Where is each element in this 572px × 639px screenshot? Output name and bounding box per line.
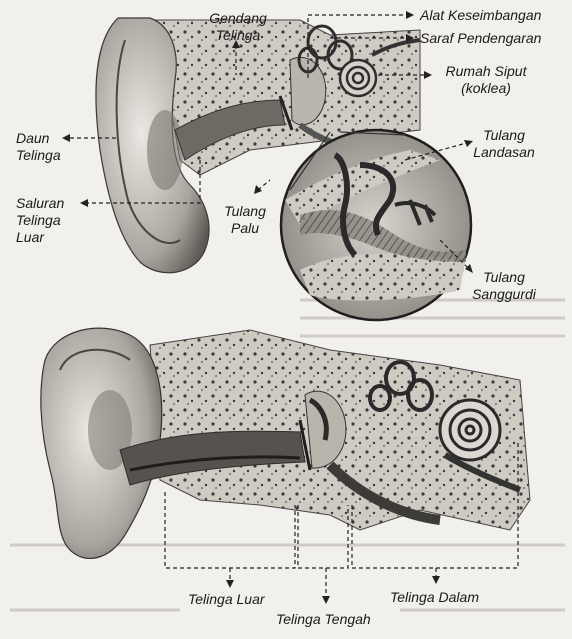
- top-ear-illustration: [95, 17, 473, 322]
- label-cochlea: Rumah Siput (koklea): [445, 63, 527, 96]
- bottom-arrow-heads: [226, 576, 440, 604]
- top-leader-lines: [70, 14, 471, 271]
- bottom-brackets: [164, 440, 519, 598]
- auditory-nerve-top: [371, 38, 421, 57]
- ear-canal-top: [174, 99, 286, 161]
- label-outer-ear: Telinga Luar: [188, 591, 265, 607]
- label-outer-ear-canal: Saluran Telinga Luar: [16, 195, 65, 245]
- eardrum-bottom: [298, 419, 312, 471]
- label-inner-ear: Telinga Dalam: [390, 589, 479, 605]
- label-middle-ear: Telinga Tengah: [276, 611, 371, 627]
- incus-bone: [359, 162, 397, 237]
- magnified-middle-ear: [279, 128, 473, 322]
- balance-organ-bottom: [368, 360, 434, 412]
- label-incus: Tulang Landasan: [473, 127, 535, 160]
- label-auditory-nerve: Saraf Pendengaran: [420, 30, 542, 46]
- label-pinna: Daun Telinga: [16, 130, 61, 163]
- bottom-ear-illustration: [40, 327, 531, 559]
- label-eardrum: Gendang Telinga: [209, 10, 267, 43]
- label-malleus: Tulang Palu: [224, 203, 266, 236]
- eardrum-top: [278, 95, 294, 131]
- cochlea-top: [338, 58, 378, 98]
- label-balance-organ: Alat Keseimbangan: [420, 7, 542, 23]
- cochlea-bottom: [438, 398, 502, 462]
- label-stapes: Tulang Sanggurdi: [472, 269, 536, 302]
- malleus-bone: [333, 152, 358, 258]
- top-arrow-heads: [62, 11, 473, 273]
- stapes-bone: [394, 199, 437, 226]
